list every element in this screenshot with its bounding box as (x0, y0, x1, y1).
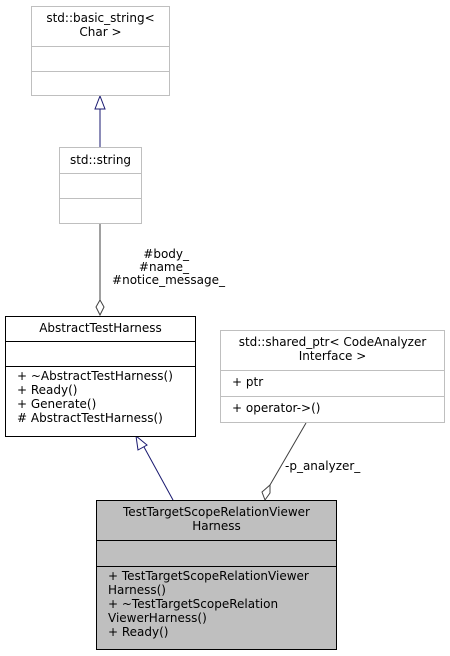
member-label-p-analyzer: -p_analyzer_ (285, 459, 361, 473)
method-ready: + Ready() (108, 625, 169, 639)
member-label-notice-message: #notice_message_ (112, 273, 225, 287)
attributes-section (32, 47, 169, 72)
title-line: Char > (79, 25, 122, 39)
title-line: Harness (192, 519, 241, 533)
title-line: std::shared_ptr< CodeAnalyzer (238, 335, 427, 349)
method-destructor-line2: ViewerHarness() (108, 611, 207, 625)
member-label-body: #body_ (143, 247, 189, 261)
method-operator-arrow: + operator->() (232, 401, 321, 415)
title-line: TestTargetScopeRelationViewer (123, 505, 310, 519)
methods-section (60, 199, 141, 223)
composition-diamond-ptr (261, 483, 271, 502)
edge-label-p-analyzer: -p_analyzer_ (285, 460, 360, 473)
method-constructor-line2: Harness() (108, 583, 166, 597)
methods-section: + TestTargetScopeRelationViewer Harness(… (97, 567, 336, 639)
attributes-section (97, 541, 336, 567)
method-destructor: + ~AbstractTestHarness() (17, 369, 173, 383)
class-title: std::shared_ptr< CodeAnalyzer Interface … (221, 331, 444, 371)
class-basic-string: std::basic_string< Char > (31, 6, 170, 96)
method-constructor-line1: + TestTargetScopeRelationViewer (108, 569, 309, 583)
method-ready: + Ready() (17, 383, 78, 397)
class-title: std::string (60, 148, 141, 174)
method-destructor-line1: + ~TestTargetScopeRelation (108, 597, 279, 611)
edge-label-string-members: #body_ #name_ #notice_message_ (100, 248, 225, 287)
methods-section: + ~AbstractTestHarness() + Ready() + Gen… (6, 367, 195, 425)
attribute-ptr: + ptr (232, 375, 264, 389)
class-shared-ptr: std::shared_ptr< CodeAnalyzer Interface … (220, 330, 445, 423)
method-generate: + Generate() (17, 397, 97, 411)
title-line: std::basic_string< (46, 11, 155, 25)
class-test-target-harness: TestTargetScopeRelationViewer Harness + … (96, 500, 337, 650)
class-abstract-test-harness: AbstractTestHarness + ~AbstractTestHarne… (5, 316, 196, 437)
title-line: Interface > (298, 349, 367, 363)
inheritance-arrow-harness (135, 434, 148, 451)
composition-diamond-string (95, 298, 105, 317)
methods-section (32, 72, 169, 94)
method-constructor: # AbstractTestHarness() (17, 411, 163, 425)
attributes-section (6, 342, 195, 367)
class-title: AbstractTestHarness (6, 317, 195, 342)
class-title: TestTargetScopeRelationViewer Harness (97, 501, 336, 541)
attributes-section (60, 174, 141, 199)
class-string: std::string (59, 147, 142, 224)
inheritance-arrow-string (94, 94, 106, 110)
inheritance-edge-harness (143, 446, 174, 501)
methods-section: + operator->() (221, 397, 444, 415)
class-title: std::basic_string< Char > (32, 7, 169, 47)
title-line: AbstractTestHarness (39, 321, 162, 335)
title-line: std::string (69, 153, 132, 167)
member-label-name: #name_ (138, 260, 189, 274)
composition-edge-ptr (269, 422, 307, 486)
attributes-section: + ptr (221, 371, 444, 397)
